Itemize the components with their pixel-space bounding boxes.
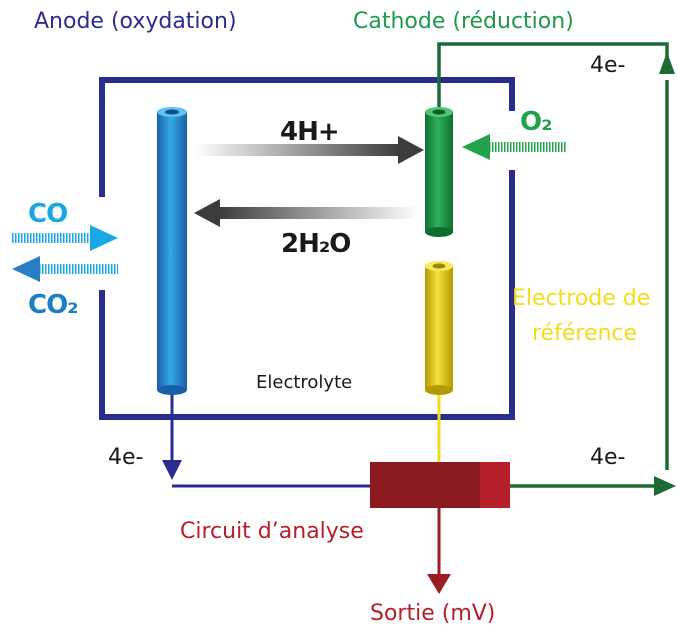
reference-label-line2: référence — [532, 321, 637, 346]
electrons-top-label: 4e- — [590, 53, 625, 78]
water-arrow — [194, 199, 418, 227]
oxygen-label: O₂ — [520, 107, 552, 137]
co-inlet-arrow — [12, 225, 118, 251]
cathode-title: Cathode (réduction) — [353, 9, 574, 34]
reference-label-line1: Electrode de — [512, 286, 650, 311]
anode-wire — [170, 395, 370, 488]
electron-arrow-right — [654, 476, 676, 496]
co2-label: CO₂ — [28, 290, 78, 320]
anode-electrode — [157, 107, 187, 395]
electrons-right-label: 4e- — [590, 445, 625, 470]
anode-title: Anode (oxydation) — [34, 9, 237, 34]
electron-arrow-down — [162, 460, 182, 480]
water-label: 2H₂O — [281, 229, 350, 259]
co-label: CO — [28, 199, 67, 229]
protons-label: 4H+ — [280, 117, 339, 147]
co2-outlet-arrow — [12, 256, 118, 282]
proton-arrow — [195, 136, 424, 164]
electrons-left-label: 4e- — [108, 445, 143, 470]
cathode-electrode — [425, 107, 453, 237]
electron-arrow-up — [659, 52, 675, 74]
circuit-label: Circuit d’analyse — [180, 519, 364, 544]
electrolyte-label: Electrolyte — [256, 372, 352, 393]
oxygen-inlet-arrow — [462, 134, 566, 160]
analysis-circuit-box — [370, 462, 510, 508]
reference-electrode — [425, 261, 453, 395]
output-arrow — [427, 574, 451, 594]
output-label: Sortie (mV) — [370, 601, 495, 626]
cell-frame — [99, 77, 515, 420]
